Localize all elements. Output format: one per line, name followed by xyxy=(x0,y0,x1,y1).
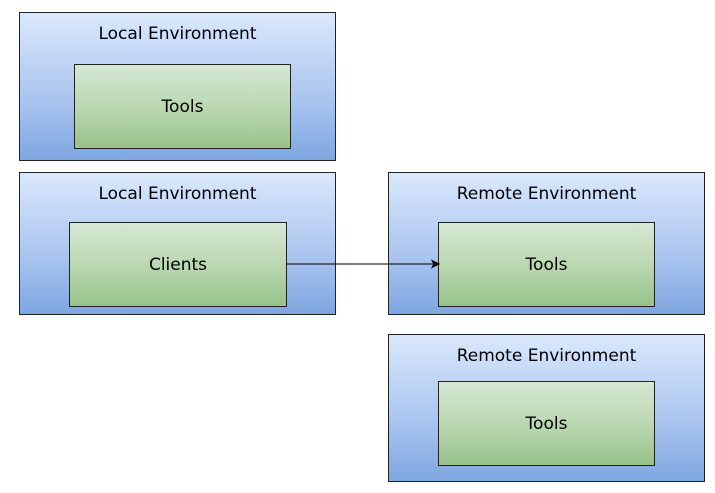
local-environment-2: Local Environment Clients xyxy=(19,172,336,315)
environment-title: Local Environment xyxy=(98,184,257,204)
environment-title: Local Environment xyxy=(98,24,257,44)
tools-box: Tools xyxy=(438,381,655,466)
tools-box: Tools xyxy=(438,222,655,307)
clients-box: Clients xyxy=(69,222,287,307)
environment-title: Remote Environment xyxy=(456,184,637,204)
box-label: Tools xyxy=(161,96,204,117)
environment-title: Remote Environment xyxy=(456,346,637,366)
local-environment-1: Local Environment Tools xyxy=(19,12,336,161)
box-label: Tools xyxy=(525,413,568,434)
box-label: Clients xyxy=(148,254,208,275)
remote-environment-2: Remote Environment Tools xyxy=(388,334,705,482)
remote-environment-1: Remote Environment Tools xyxy=(388,172,705,315)
box-label: Tools xyxy=(525,254,568,275)
tools-box: Tools xyxy=(74,64,291,149)
